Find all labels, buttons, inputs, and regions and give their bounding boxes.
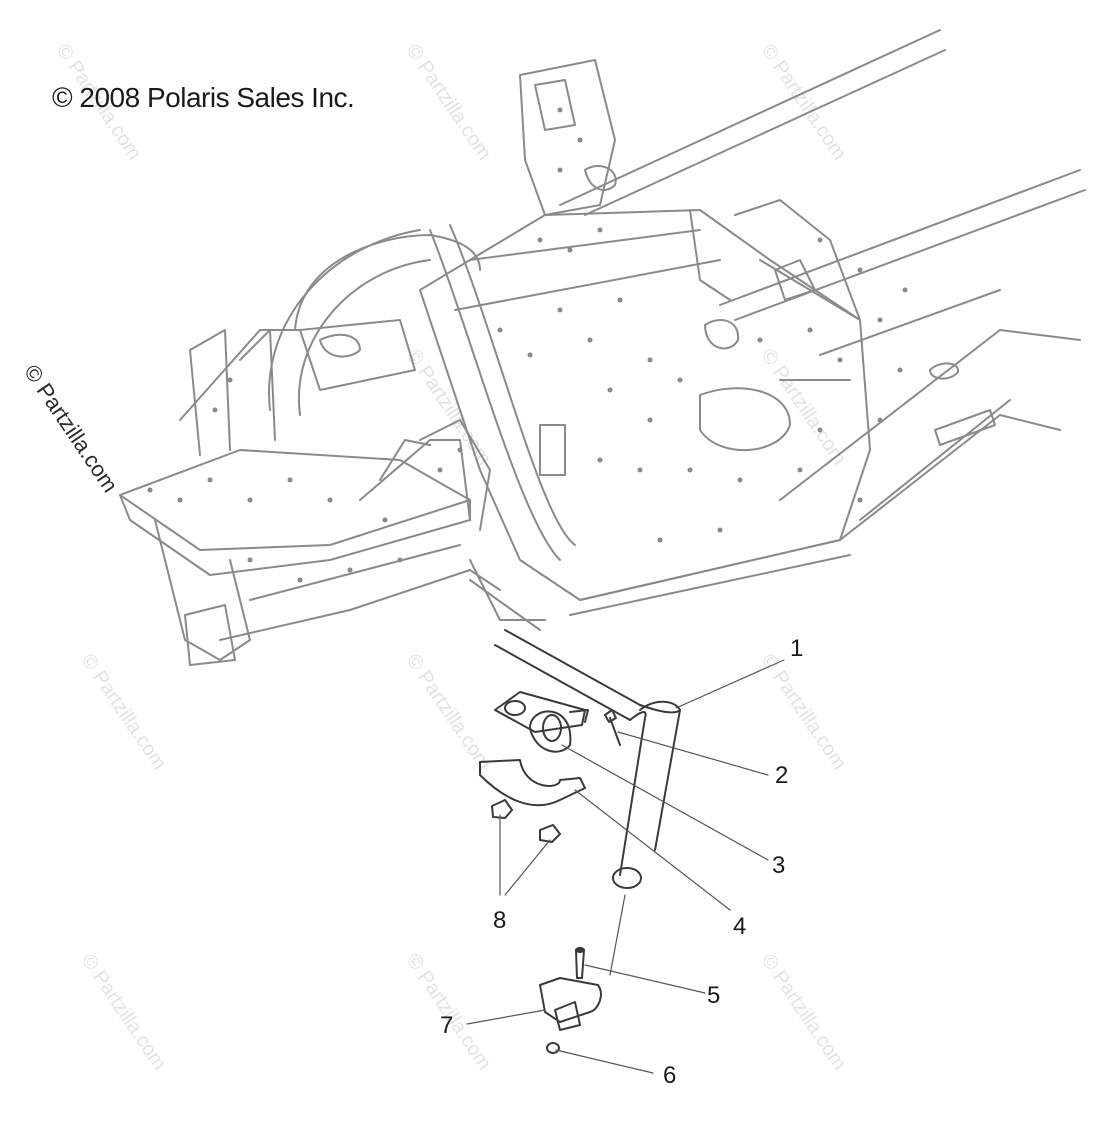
part-4-clamp: [479, 759, 586, 807]
side-rail: [569, 329, 1081, 616]
callout-6: 6: [663, 1062, 677, 1089]
callout-2: 2: [775, 762, 789, 789]
part-1-tube: [494, 629, 681, 889]
callout-1: 1: [790, 635, 804, 662]
part-5-pin: [575, 947, 585, 979]
callout-4: 4: [733, 913, 747, 940]
part-2-bolt: [604, 709, 621, 746]
leader-lines: [466, 659, 785, 1074]
callout-5: 5: [707, 982, 721, 1009]
frame-holes: [147, 107, 908, 583]
callout-8: 8: [493, 907, 507, 934]
part-7-bracket: [539, 977, 602, 1031]
bulkhead-body: [419, 199, 871, 601]
upper-rails: [559, 29, 1086, 356]
callout-3: 3: [772, 852, 786, 879]
steering-arch: [268, 224, 576, 561]
callout-7: 7: [440, 1012, 454, 1039]
rear-tower: [519, 59, 617, 216]
copyright-text: © 2008 Polaris Sales Inc.: [52, 82, 355, 113]
part-3-clamp: [494, 691, 589, 753]
front-frame: [119, 329, 546, 666]
part-6-nut: [546, 1042, 560, 1054]
part-8-nuts: [491, 799, 561, 843]
